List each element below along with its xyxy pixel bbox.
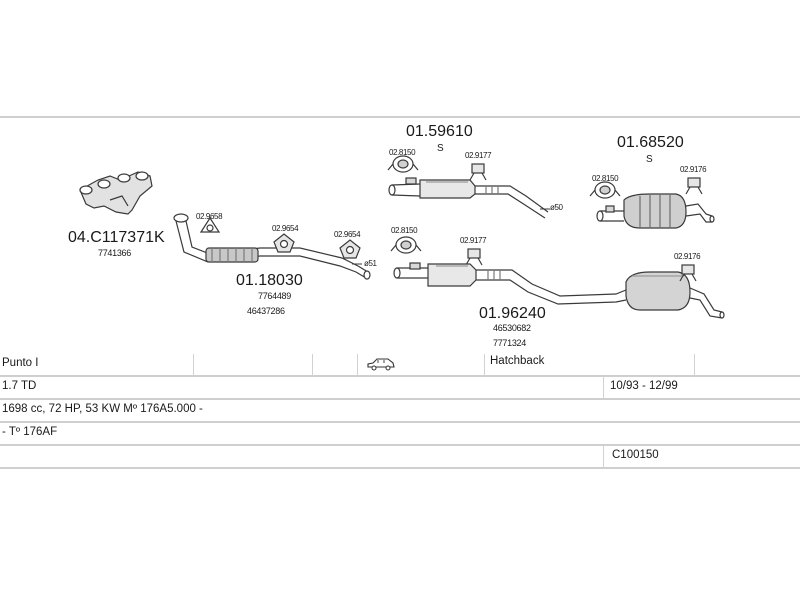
- clamp-a-part: [273, 233, 295, 253]
- car-hatchback-icon: [366, 357, 396, 378]
- upper-middle-number: 01.59610: [406, 123, 473, 140]
- rear-hanger-part: [679, 264, 697, 282]
- upper-rear-number: 01.68520: [617, 134, 684, 151]
- upper-rear-hanger-number: 02.9176: [680, 165, 707, 174]
- column-divider: [484, 354, 485, 375]
- pipe-diameter-b: ø50: [550, 203, 564, 212]
- lower-hanger-part: [465, 248, 483, 266]
- gasket-part: [199, 216, 221, 233]
- upper-rear-clamp-part: [589, 181, 621, 199]
- pipe-diameter-a: ø51: [364, 259, 378, 268]
- rear-system-ref-1: 46530682: [493, 323, 531, 333]
- lower-hanger-number: 02.9177: [460, 236, 487, 245]
- front-pipe-ref-2: 46437286: [247, 306, 285, 316]
- rear-system-part: [393, 262, 725, 319]
- column-divider: [357, 354, 358, 375]
- upper-rear-hanger-part: [685, 177, 703, 195]
- model-name: Punto I: [2, 357, 39, 369]
- rear-system-number: 01.96240: [479, 305, 546, 322]
- clamp-b-number: 02.9654: [334, 230, 361, 239]
- body-type: Hatchback: [490, 355, 545, 367]
- clamp-a-number: 02.9654: [272, 224, 299, 233]
- rear-hanger-number: 02.9176: [674, 252, 701, 261]
- manifold-number: 04.C117371K: [68, 229, 165, 246]
- front-pipe-part: [173, 213, 371, 280]
- column-divider: [603, 377, 604, 398]
- lower-clamp-number: 02.8150: [391, 226, 418, 235]
- rear-system-ref-2: 7771324: [493, 338, 526, 348]
- upper-clamp-number: 02.8150: [389, 148, 416, 157]
- engine-spec: 1698 cc, 72 HP, 53 KW Mº 176A5.000 -: [2, 403, 203, 415]
- engine-name: 1.7 TD: [2, 380, 37, 392]
- engine-note: - Tº 176AF: [2, 426, 58, 438]
- front-pipe-ref-1: 7764489: [258, 291, 291, 301]
- front-pipe-number: 01.18030: [236, 272, 303, 289]
- manifold-part: [79, 171, 153, 215]
- table-row-spec: 1698 cc, 72 HP, 53 KW Mº 176A5.000 -: [0, 400, 800, 423]
- upper-middle-suffix: S: [437, 143, 444, 154]
- upper-hanger-part: [469, 163, 487, 181]
- column-divider: [312, 354, 313, 375]
- gasket-number: 02.9658: [196, 212, 223, 221]
- production-years: 10/93 - 12/99: [610, 380, 678, 392]
- upper-middle-part: [388, 177, 549, 219]
- table-row-engine: 1.7 TD 10/93 - 12/99: [0, 377, 800, 400]
- upper-rear-part: [596, 193, 715, 229]
- upper-hanger-number: 02.9177: [465, 151, 492, 160]
- upper-rear-suffix: S: [646, 154, 653, 165]
- upper-clamp-part: [387, 155, 419, 173]
- vehicle-info-table: Punto I Hatchback 1.7 TD 10/93 - 12/99 1…: [0, 354, 800, 469]
- clamp-b-part: [339, 239, 361, 259]
- system-code: C100150: [612, 449, 659, 461]
- table-row-model: Punto I Hatchback: [0, 354, 800, 377]
- column-divider: [193, 354, 194, 375]
- table-row-code: C100150: [0, 446, 800, 469]
- upper-rear-clamp-number: 02.8150: [592, 174, 619, 183]
- table-row-note: - Tº 176AF: [0, 423, 800, 446]
- manifold-ref: 7741366: [98, 248, 131, 258]
- lower-clamp-part: [390, 236, 422, 254]
- column-divider: [603, 446, 604, 467]
- column-divider: [694, 354, 695, 375]
